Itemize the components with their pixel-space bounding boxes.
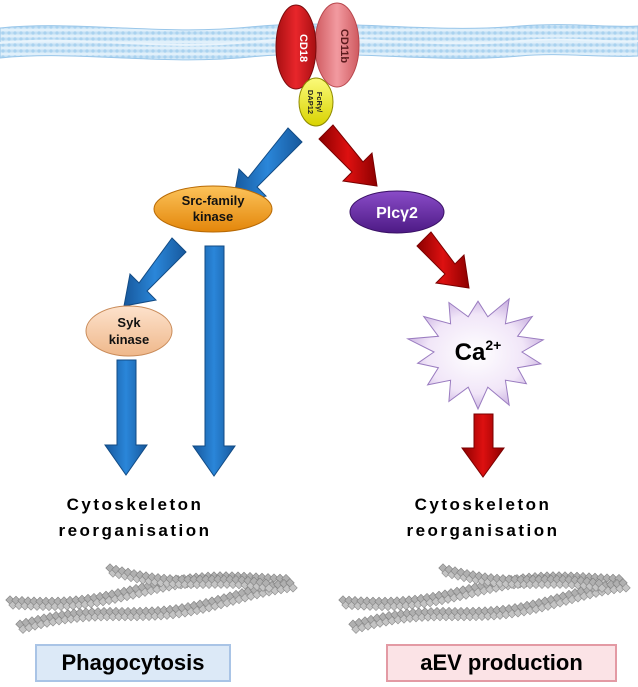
red-arrow-to-plc [318,124,378,187]
cd18-protein: CD18 [275,4,317,90]
cd11b-protein: CD11b [314,2,360,88]
svg-text:Src-family: Src-family [182,193,246,208]
svg-text:FcRγ/: FcRγ/ [315,92,324,113]
svg-text:Cytoskeleton: Cytoskeleton [415,495,552,514]
svg-text:Cytoskeleton: Cytoskeleton [67,495,204,514]
aev-production-outcome-box: aEV production [386,644,617,682]
left-cytoskeleton-label: Cytoskeleton reorganisation [58,495,211,540]
svg-text:CD18: CD18 [297,34,309,62]
plc-gamma2-node: Plcγ2 [349,190,445,234]
svg-text:CD11b: CD11b [338,29,350,64]
actin-filament-right [338,563,631,634]
svg-text:Ca2+: Ca2+ [455,337,502,366]
svg-text:Syk: Syk [117,315,141,330]
calcium-burst: Ca2+ [405,297,545,411]
src-family-kinase-node: Src-family kinase [153,185,273,233]
blue-arrow-to-syk [123,237,187,307]
svg-text:kinase: kinase [109,332,149,347]
aev-production-label: aEV production [420,650,583,675]
fcr-dap12-adaptor: FcRγ/ DAP12 [298,77,334,127]
phagocytosis-label: Phagocytosis [61,650,205,675]
svg-text:DAP12: DAP12 [306,90,315,114]
blue-arrow-src-down [192,245,236,477]
svg-text:reorganisation: reorganisation [406,521,559,540]
actin-filament-left [5,563,298,634]
svg-text:Plcγ2: Plcγ2 [376,205,418,222]
red-arrow-to-ca [416,231,470,289]
red-arrow-ca-down [461,413,505,478]
blue-arrow-syk-down [104,359,148,476]
right-cytoskeleton-label: Cytoskeleton reorganisation [406,495,559,540]
svg-text:kinase: kinase [193,209,233,224]
svg-text:reorganisation: reorganisation [58,521,211,540]
phagocytosis-outcome-box: Phagocytosis [35,644,231,682]
syk-kinase-node: Syk kinase [85,305,173,357]
